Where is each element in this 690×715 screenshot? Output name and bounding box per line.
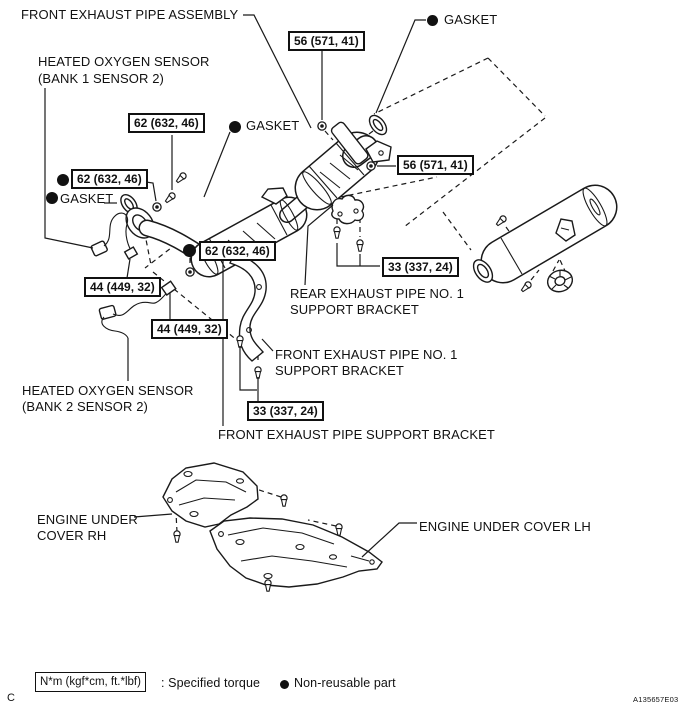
label-gasket-left: GASKET [60, 191, 114, 206]
label-rear-support-bracket-line2: SUPPORT BRACKET [290, 302, 419, 317]
legend-torque-unit-box: N*m (kgf*cm, ft.*lbf) [35, 672, 146, 692]
torque-box-62-left: 62 (632, 46) [71, 169, 148, 189]
label-rear-support-bracket-line1: REAR EXHAUST PIPE NO. 1 [290, 286, 464, 301]
label-under-cover-rh-line2: COVER RH [37, 528, 107, 543]
label-gasket-top: GASKET [444, 12, 498, 27]
center-exhaust-pipe-art [472, 184, 618, 294]
muffler-bracket-art [555, 218, 576, 242]
torque-box-44-lower: 44 (449, 32) [151, 319, 228, 339]
label-o2-bank1-line1: HEATED OXYGEN SENSOR [38, 54, 210, 69]
non-reusable-dot-icon [57, 174, 69, 186]
front-exhaust-pipe-support-bracket-art [229, 253, 267, 379]
page-corner-mark: C [7, 692, 15, 704]
label-under-cover-rh-line1: ENGINE UNDER [37, 512, 138, 527]
legend-torque-desc: : Specified torque [161, 676, 261, 690]
torque-box-62-lower: 62 (632, 46) [199, 241, 276, 261]
torque-box-62-upper: 62 (632, 46) [128, 113, 205, 133]
label-front-no1-bracket-line2: SUPPORT BRACKET [275, 363, 404, 378]
non-reusable-dot-icon [427, 15, 438, 26]
non-reusable-dot-icon [46, 192, 58, 204]
engine-under-cover-lh-art [209, 517, 383, 588]
label-o2-bank2-line1: HEATED OXYGEN SENSOR [22, 383, 194, 398]
torque-box-33-rear: 33 (337, 24) [382, 257, 459, 277]
label-under-cover-lh: ENGINE UNDER COVER LH [419, 519, 591, 534]
torque-box-33-front: 33 (337, 24) [247, 401, 324, 421]
drawing-code: A135657E03 [633, 695, 679, 704]
pipe-tab-art [260, 187, 288, 205]
outlet-flange-art [330, 121, 369, 165]
engine-under-cover-rh-art [162, 462, 259, 528]
label-o2-bank1-line2: (BANK 1 SENSOR 2) [38, 71, 164, 86]
torque-box-56-right: 56 (571, 41) [397, 155, 474, 175]
rear-pipe-support-tab-art [365, 140, 392, 163]
oxygen-sensor-bank2-art [98, 280, 177, 339]
label-o2-bank2-line2: (BANK 2 SENSOR 2) [22, 399, 148, 414]
label-gasket-middle: GASKET [246, 118, 300, 133]
torque-box-44-upper: 44 (449, 32) [84, 277, 161, 297]
rear-exhaust-pipe-no1-support-bracket-art [331, 194, 365, 252]
non-reusable-dot-icon [229, 121, 241, 133]
label-front-no1-bracket-line1: FRONT EXHAUST PIPE NO. 1 [275, 347, 458, 362]
non-reusable-dot-icon [183, 244, 196, 257]
label-front-support-bracket: FRONT EXHAUST PIPE SUPPORT BRACKET [218, 427, 495, 442]
non-reusable-dot-icon [280, 680, 289, 689]
oxygen-sensor-bank1-art [90, 212, 139, 260]
torque-box-56-top: 56 (571, 41) [288, 31, 365, 51]
label-front-exhaust-pipe-assembly: FRONT EXHAUST PIPE ASSEMBLY [21, 7, 239, 22]
legend-non-reusable: Non-reusable part [294, 676, 396, 690]
